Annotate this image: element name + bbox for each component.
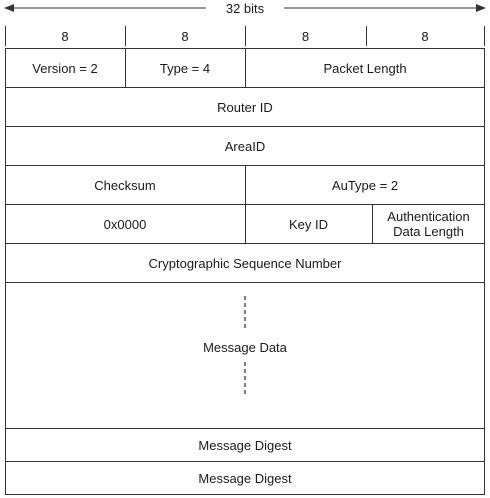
row-divider-8: [5, 461, 485, 462]
header-right-tick: [484, 26, 485, 46]
header-left-tick: [5, 26, 6, 46]
col-divider-row1-a: [125, 48, 126, 87]
type-field: Type = 4: [159, 60, 211, 76]
bit-width-arrow: [4, 4, 486, 12]
field-width-3: 8: [301, 28, 310, 44]
field-width-1: 8: [61, 28, 69, 44]
key-id-field: Key ID: [288, 216, 328, 232]
packet-length-field: Packet Length: [323, 60, 407, 76]
header-tick-1: [125, 26, 126, 46]
col-divider-row4: [245, 165, 246, 204]
col-divider-row1-b: [245, 48, 246, 87]
row-divider-1: [5, 87, 485, 88]
router-id-field: Router ID: [217, 99, 273, 115]
header-tick-3: [366, 26, 367, 46]
field-width-2: 8: [181, 28, 189, 44]
autype-field: AuType = 2: [331, 177, 399, 193]
auth-data-length-line1: Authentication: [387, 209, 470, 224]
message-digest-field-2: Message Digest: [198, 470, 292, 486]
area-id-field: AreaID: [224, 138, 266, 154]
version-field: Version = 2: [32, 60, 98, 76]
auth-data-length-field: Authentication Data Length: [372, 204, 485, 244]
row-divider-2: [5, 126, 485, 127]
message-digest-field-1: Message Digest: [198, 437, 292, 453]
message-data-dashes: [244, 296, 246, 396]
row-divider-5: [5, 243, 485, 244]
col-divider-row5-b: [372, 204, 373, 243]
row-divider-6: [5, 282, 485, 283]
col-divider-row5-a: [245, 204, 246, 243]
checksum-field: Checksum: [94, 177, 156, 193]
bit-width-label: 32 bits: [225, 0, 265, 16]
auth-data-length-line2: Data Length: [393, 224, 464, 239]
field-width-4: 8: [421, 28, 429, 44]
crypto-sequence-field: Cryptographic Sequence Number: [148, 255, 342, 271]
header-tick-2: [245, 26, 246, 46]
row-divider-7: [5, 428, 485, 429]
message-data-field: Message Data: [165, 337, 325, 357]
zero-field: 0x0000: [103, 216, 147, 232]
